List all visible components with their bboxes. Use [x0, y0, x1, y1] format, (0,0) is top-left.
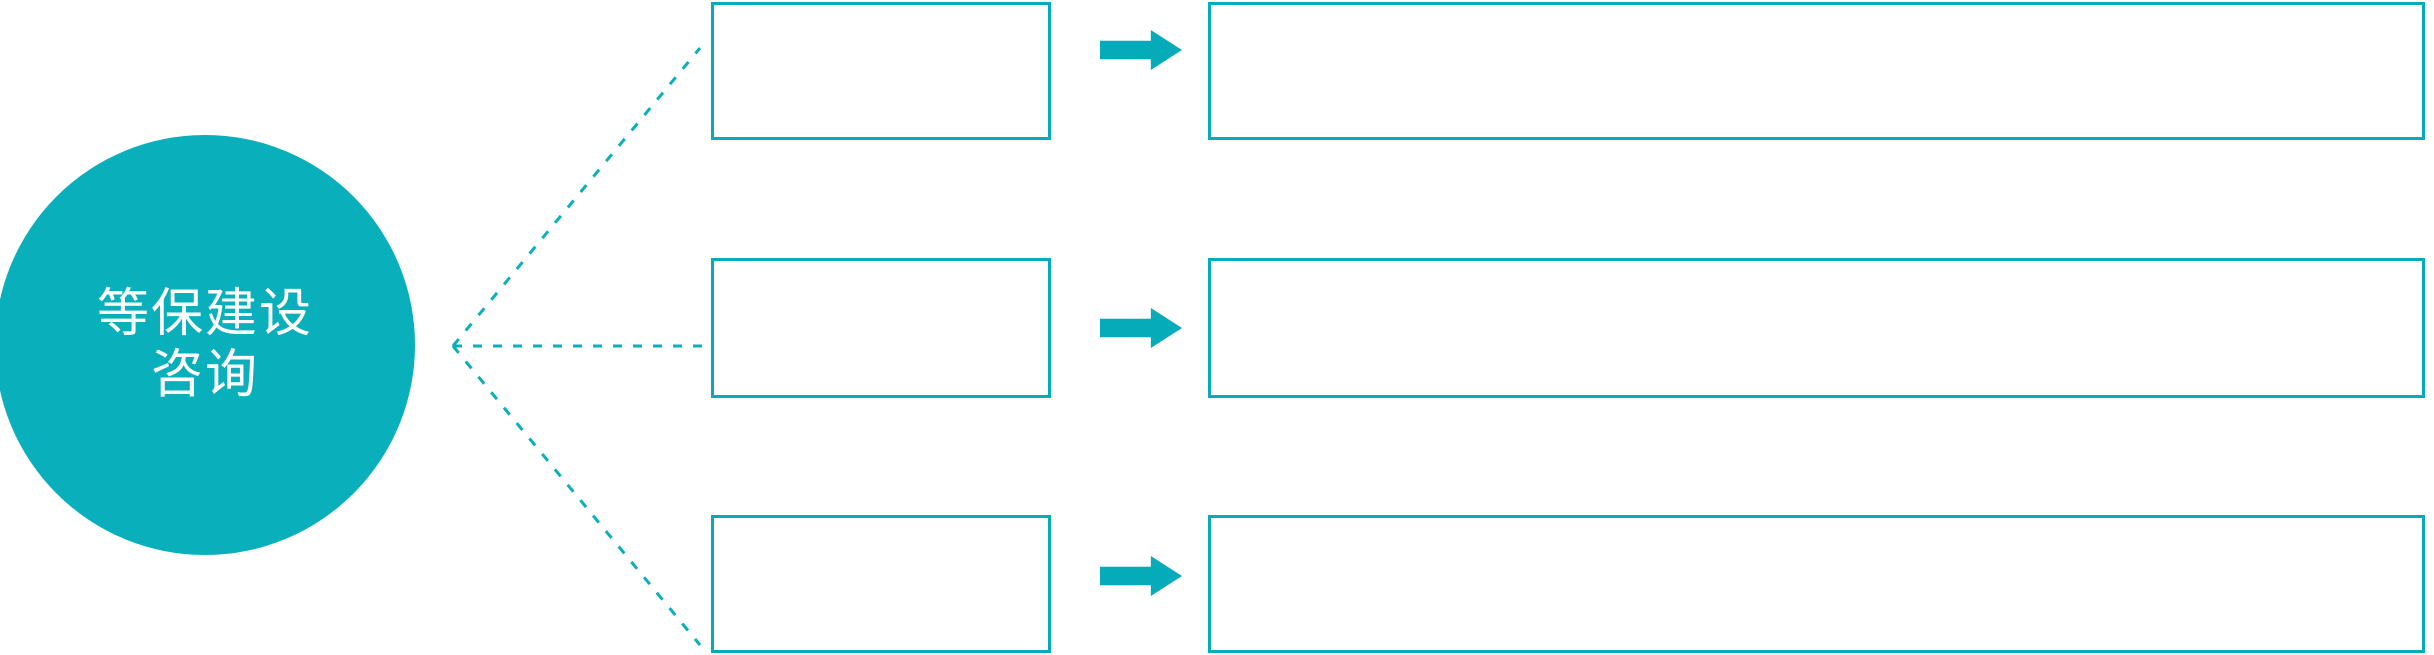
detail-box-3[interactable] [1208, 515, 2425, 653]
arrow-row-1 [1100, 30, 1182, 70]
connector-row-3 [451, 345, 702, 646]
center-hub-label: 等保建设 咨询 [96, 284, 313, 404]
arrow-row-3 [1100, 556, 1182, 596]
detail-box-2[interactable] [1208, 258, 2425, 398]
stage-box-2[interactable] [711, 258, 1051, 398]
arrow-glyph-icon [1100, 30, 1182, 70]
stage-box-1[interactable] [711, 2, 1051, 140]
center-hub-circle[interactable]: 等保建设 咨询 [0, 135, 415, 555]
stage-box-3[interactable] [711, 515, 1051, 653]
connector-row-1 [451, 47, 702, 347]
detail-box-1[interactable] [1208, 2, 2425, 140]
arrow-row-2 [1100, 308, 1182, 348]
arrow-glyph-icon [1100, 308, 1182, 348]
arrow-glyph-icon [1100, 556, 1182, 596]
